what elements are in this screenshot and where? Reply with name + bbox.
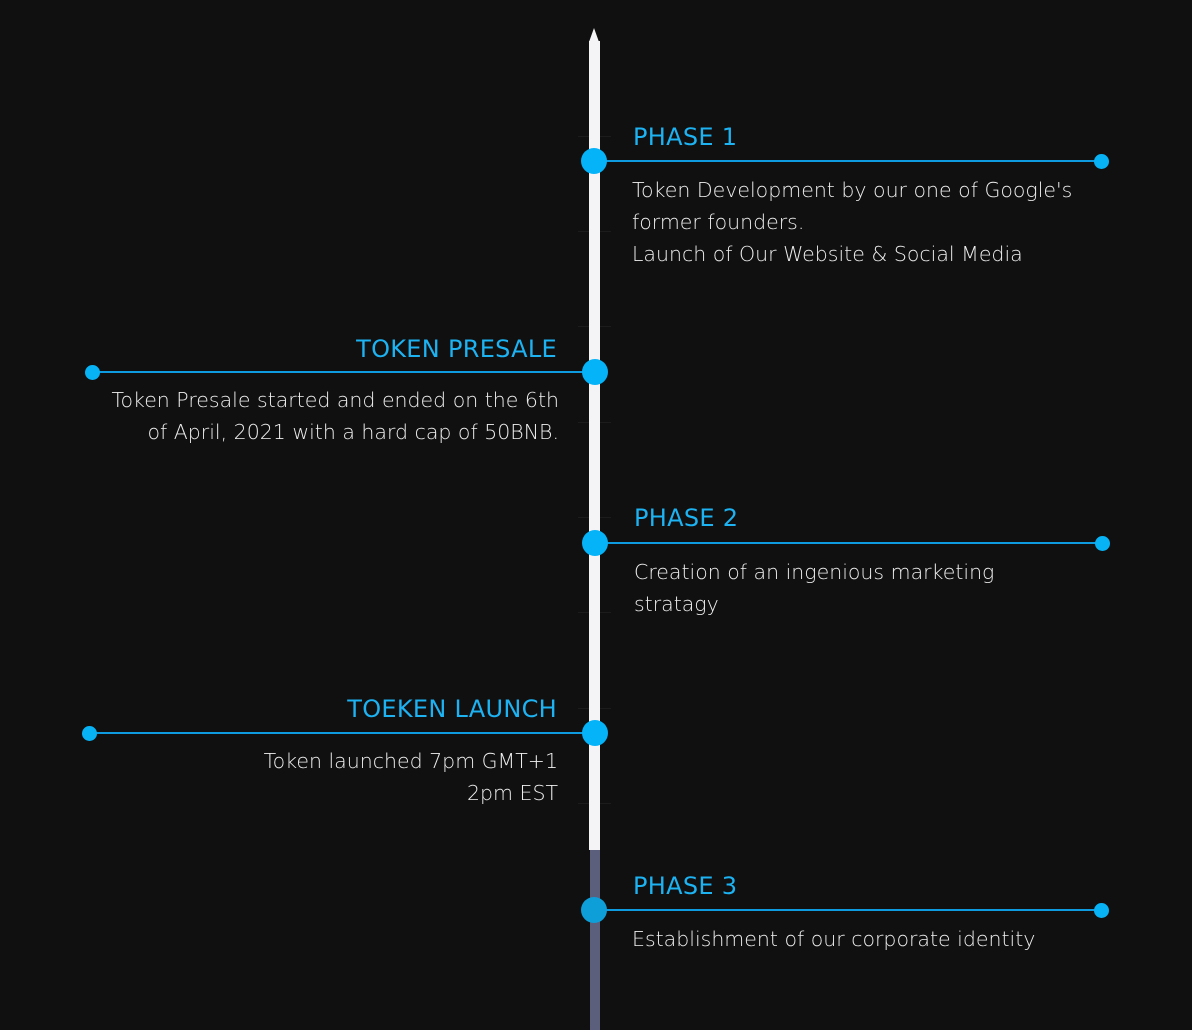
milestone-description: Creation of an ingenious marketing strat…: [634, 556, 994, 620]
description-line: Token launched 7pm GMT+1: [263, 749, 558, 773]
milestone-description: Token Presale started and ended on the 6…: [111, 384, 559, 448]
connector-end-dot: [82, 726, 97, 741]
timeline-node: [581, 148, 607, 174]
description-line: Creation of an ingenious marketing: [634, 560, 995, 584]
milestone-description: Token Development by our one of Google's…: [632, 174, 1072, 270]
timeline-node: [582, 359, 608, 385]
description-line: Token Presale started and ended on the 6…: [111, 388, 559, 412]
timeline-progress-completed: [589, 41, 600, 850]
connector-end-dot: [1094, 903, 1109, 918]
milestone-title: PHASE 2: [634, 504, 739, 532]
timeline-node: [582, 530, 608, 556]
milestone-description: Establishment of our corporate identity: [632, 923, 1035, 955]
spine-divider: [578, 422, 611, 423]
spine-divider: [578, 136, 611, 137]
description-line: Launch of Our Website & Social Media: [632, 242, 1023, 266]
milestone-connector: [89, 732, 595, 734]
spine-divider: [578, 708, 611, 709]
milestone-title: TOEKEN LAUNCH: [347, 695, 557, 723]
milestone-connector: [595, 160, 1103, 162]
spine-divider: [578, 517, 611, 518]
spine-divider: [578, 612, 611, 613]
connector-end-dot: [1095, 536, 1110, 551]
timeline-progress-pending: [590, 850, 600, 1030]
spine-divider: [578, 231, 611, 232]
connector-end-dot: [1094, 154, 1109, 169]
milestone-title: TOKEN PRESALE: [356, 335, 557, 363]
description-line: 2pm EST: [466, 781, 558, 805]
description-line: Token Development by our one of Google's: [632, 178, 1073, 202]
description-line: Establishment of our corporate identity: [632, 927, 1036, 951]
description-line: former founders.: [632, 210, 805, 234]
timeline-arrow-tip: [589, 28, 599, 42]
timeline-node: [582, 720, 608, 746]
milestone-description: Token launched 7pm GMT+1 2pm EST: [264, 745, 558, 809]
spine-divider: [578, 803, 611, 804]
milestone-title: PHASE 3: [633, 872, 738, 900]
description-line: stratagy: [634, 592, 719, 616]
milestone-connector: [92, 371, 595, 373]
milestone-connector: [595, 542, 1103, 544]
spine-divider: [578, 326, 611, 327]
milestone-title: PHASE 1: [633, 123, 738, 151]
timeline-node: [581, 897, 607, 923]
description-line: of April, 2021 with a hard cap of 50BNB.: [147, 420, 559, 444]
connector-end-dot: [85, 365, 100, 380]
milestone-connector: [595, 909, 1103, 911]
